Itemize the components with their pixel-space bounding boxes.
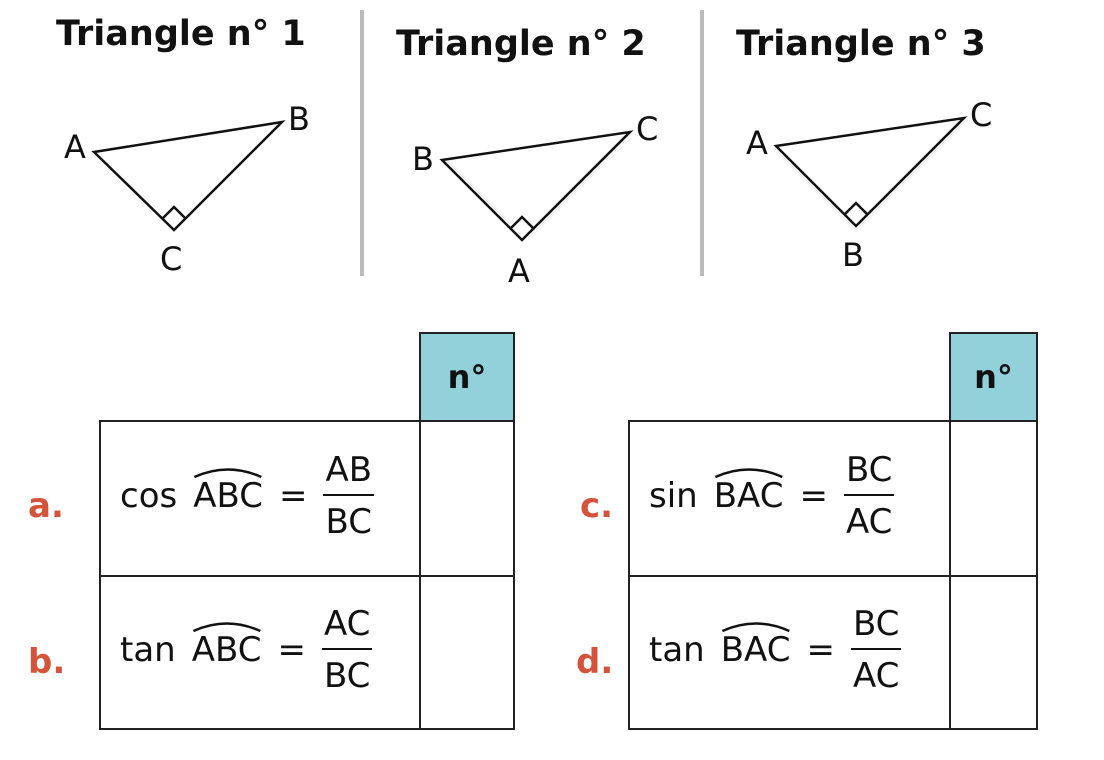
triangle-1-title: Triangle n° 1 [56, 14, 306, 54]
triangle-2-vertex-a: A [508, 252, 530, 290]
triangle-1: A B C [64, 100, 310, 278]
right-table-header-label: n° [974, 358, 1013, 396]
row-b-function: tan [120, 630, 176, 670]
row-b-angle-text: ABC [191, 630, 262, 670]
row-d-function: tan [649, 630, 705, 670]
row-a-function: cos [120, 476, 178, 516]
row-c-denominator: AC [845, 502, 893, 542]
triangle-1-vertex-a: A [64, 128, 86, 166]
triangle-3-shape [773, 116, 968, 228]
triangle-1-vertex-b: B [288, 100, 310, 138]
triangle-2-right-angle-marker [509, 215, 535, 230]
divider-2 [700, 10, 704, 276]
triangle-2-vertex-b: B [412, 140, 434, 178]
row-a-fraction: AB BC [323, 450, 375, 542]
row-b-fraction-bar [321, 648, 373, 650]
row-d-denominator: AC [852, 656, 900, 696]
right-table-header-cell: n° [949, 332, 1038, 422]
row-d-label: d. [576, 642, 614, 682]
row-c-label: c. [580, 486, 614, 526]
triangle-2-vertex-c: C [636, 110, 658, 148]
row-c-fraction-bar [843, 494, 895, 496]
row-a-numerator: AB [325, 450, 373, 490]
row-c-angle: BAC [713, 476, 784, 516]
row-b-fraction: AC BC [321, 604, 373, 696]
triangle-3-vertex-a: A [746, 124, 768, 162]
triangle-1-shape [91, 120, 286, 232]
row-d-angle-text: BAC [720, 630, 791, 670]
row-b-formula: tan ABC = AC BC [120, 604, 373, 696]
triangle-3-title: Triangle n° 3 [736, 24, 986, 64]
row-a-angle-text: ABC [193, 476, 263, 516]
row-b-answer-cell[interactable] [419, 575, 515, 730]
left-table-header-label: n° [447, 358, 487, 396]
triangle-3: A C B [746, 96, 992, 274]
row-c-formula: sin BAC = BC AC [649, 450, 895, 542]
row-c-equals: = [799, 476, 828, 516]
triangle-2-shape [439, 130, 634, 242]
row-d-equals: = [806, 630, 835, 670]
row-d-answer-cell[interactable] [949, 575, 1038, 730]
triangles-diagram: A B C B C A A C B [64, 96, 992, 290]
row-a-angle-arc [193, 462, 263, 478]
row-c-numerator: BC [845, 450, 893, 490]
triangle-3-vertex-c: C [970, 96, 992, 134]
row-a-formula: cos ABC = AB BC [120, 450, 375, 542]
row-d-formula: tan BAC = BC AC [649, 604, 902, 696]
row-b-equals: = [277, 630, 306, 670]
row-b-label: b. [28, 642, 66, 682]
row-b-denominator: BC [323, 656, 371, 696]
left-table-header-cell: n° [419, 332, 515, 422]
row-a-angle: ABC [193, 476, 263, 516]
divider-1 [360, 10, 364, 276]
row-c-angle-arc [714, 462, 784, 478]
row-a-denominator: BC [325, 502, 372, 542]
row-c-fraction: BC AC [843, 450, 895, 542]
row-b-angle: ABC [191, 630, 262, 670]
row-b-numerator: AC [323, 604, 371, 644]
row-d-angle: BAC [720, 630, 791, 670]
row-c-angle-text: BAC [713, 476, 784, 516]
triangle-1-right-angle-marker [161, 205, 187, 220]
row-d-numerator: BC [852, 604, 900, 644]
row-a-equals: = [278, 476, 308, 516]
row-d-angle-arc [721, 616, 791, 632]
row-b-angle-arc [192, 616, 262, 632]
row-a-fraction-bar [323, 494, 375, 496]
triangle-2: B C A [412, 110, 658, 290]
triangle-1-vertex-c: C [160, 240, 182, 278]
row-d-fraction-bar [850, 648, 902, 650]
triangle-3-right-angle-marker [843, 201, 869, 216]
row-a-label: a. [28, 486, 64, 526]
row-d-fraction: BC AC [850, 604, 902, 696]
row-c-function: sin [649, 476, 698, 516]
triangle-3-vertex-b: B [842, 236, 864, 274]
triangle-2-title: Triangle n° 2 [396, 24, 646, 64]
row-c-answer-cell[interactable] [949, 420, 1038, 577]
row-a-answer-cell[interactable] [419, 420, 515, 577]
